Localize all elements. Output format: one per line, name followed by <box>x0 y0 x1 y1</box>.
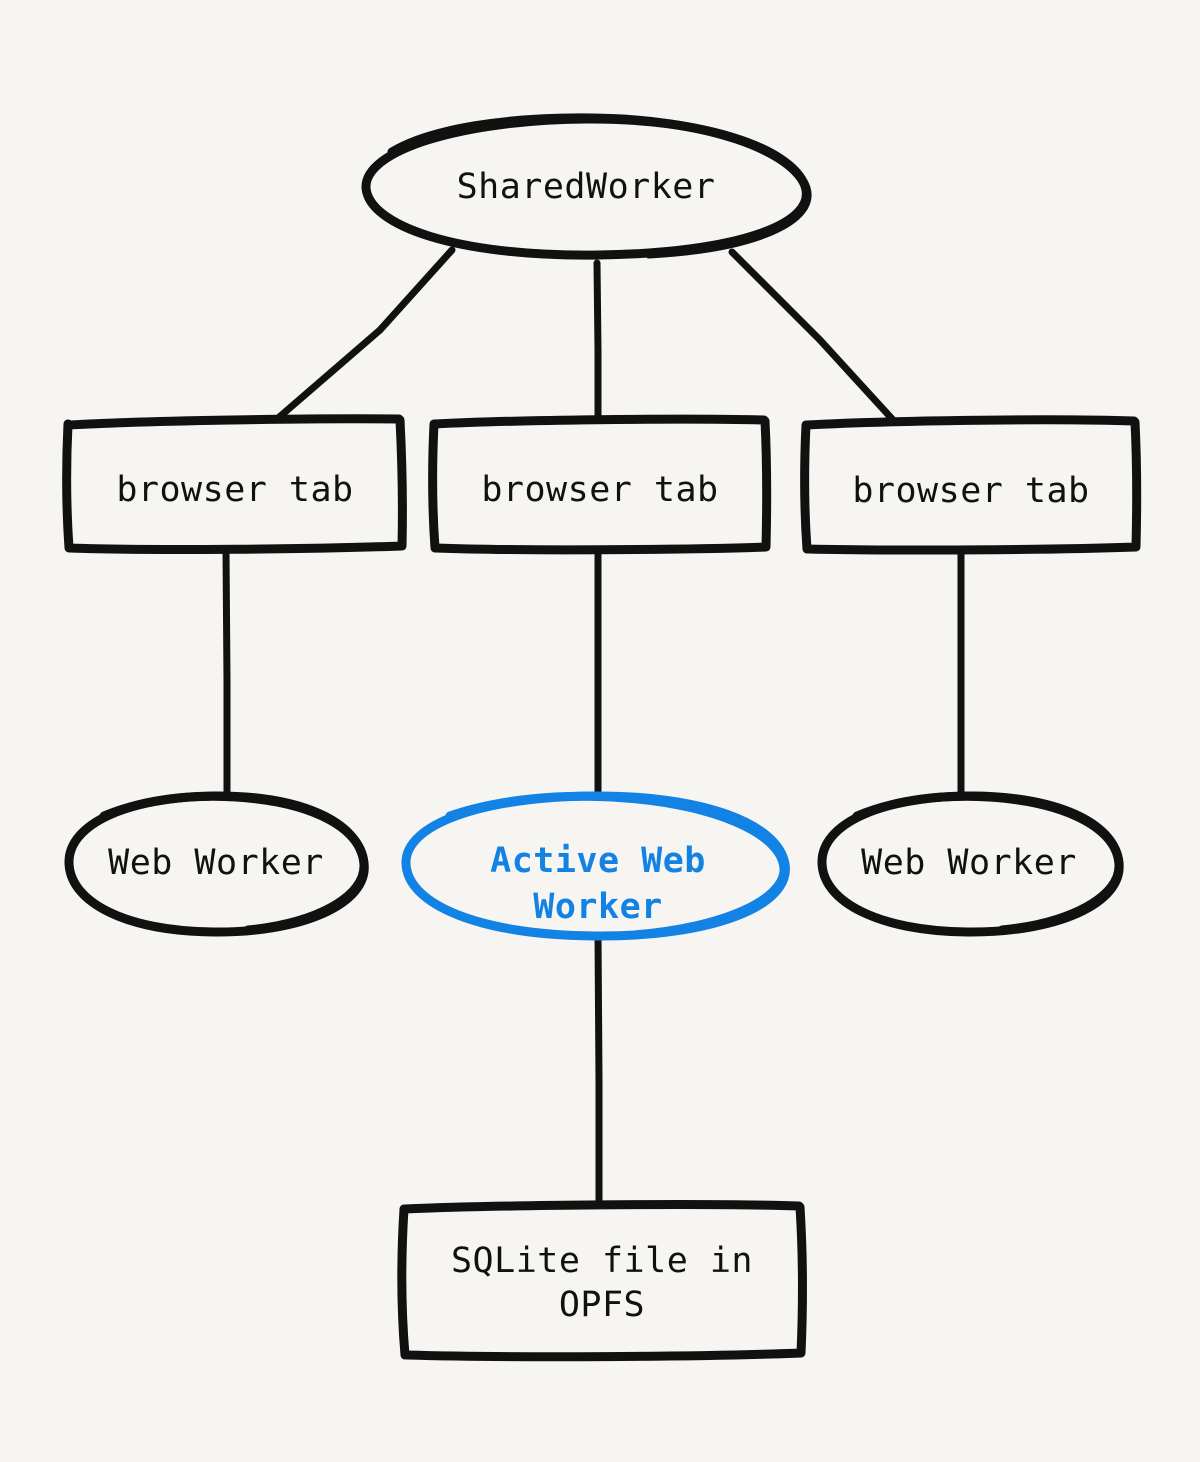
browser-tab-left-fill <box>68 419 403 549</box>
browser-tab-right-fill <box>806 421 1136 549</box>
edge-sharedworker-to-browser-tab-right <box>728 248 898 425</box>
shared-worker-label: SharedWorker <box>457 167 716 207</box>
sqlite-file-fill <box>404 1205 802 1356</box>
node-web-worker-left[interactable]: Web Worker <box>64 791 369 937</box>
active-web-worker-outline-overdraw <box>445 791 789 940</box>
browser-tab-center-label: browser tab <box>481 470 718 510</box>
web-worker-left-outline-overdraw <box>99 791 369 935</box>
browser-tab-right-label: browser tab <box>852 471 1089 511</box>
sqlite-file-outline <box>397 1200 807 1362</box>
active-web-worker-label-line-2: Worker <box>533 887 662 927</box>
sqlite-file-label-line-2: OPFS <box>559 1285 645 1325</box>
web-worker-right-fill <box>821 795 1120 932</box>
edge-group <box>222 246 965 1212</box>
shared-worker-fill <box>365 118 807 255</box>
web-worker-right-outline-overdraw <box>852 791 1124 935</box>
node-web-worker-right[interactable]: Web Worker <box>817 791 1124 937</box>
node-sqlite-file[interactable]: SQLite file in OPFS <box>397 1200 807 1362</box>
browser-tab-left-label: browser tab <box>116 470 353 510</box>
web-worker-left-fill <box>68 795 365 932</box>
browser-tab-center-fill <box>434 420 766 548</box>
node-browser-tab-left[interactable]: browser tab <box>62 414 407 554</box>
shared-worker-outline-overdraw <box>387 113 812 259</box>
node-browser-tab-right[interactable]: browser tab <box>800 415 1142 555</box>
web-worker-left-label: Web Worker <box>108 843 324 883</box>
edge-sharedworker-to-browser-tab-center <box>593 259 602 426</box>
browser-tab-right-outline <box>800 415 1142 555</box>
node-shared-worker[interactable]: SharedWorker <box>361 113 812 260</box>
edge-sharedworker-to-browser-tab-left <box>273 246 456 423</box>
web-worker-right-label: Web Worker <box>861 843 1077 883</box>
node-active-web-worker[interactable]: Active Web Worker <box>401 791 790 941</box>
node-browser-tab-center[interactable]: browser tab <box>428 414 772 555</box>
edge-browser-tab-left-to-web-worker-left <box>222 547 231 799</box>
browser-tab-center-outline <box>428 414 772 555</box>
edge-active-web-worker-to-sqlite-file <box>594 931 603 1212</box>
active-web-worker-label-line-1: Active Web <box>490 841 706 881</box>
browser-tab-left-outline <box>62 414 407 554</box>
active-web-worker-fill <box>405 795 786 936</box>
sqlite-file-label-line-1: SQLite file in <box>451 1241 753 1281</box>
